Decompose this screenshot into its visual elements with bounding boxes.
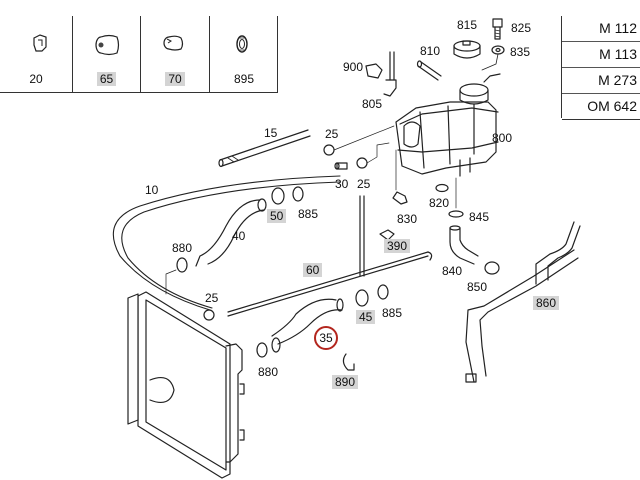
small-part-label: 895 bbox=[233, 72, 255, 86]
callout-800[interactable]: 800 bbox=[492, 131, 513, 145]
expansion-tank-part[interactable] bbox=[395, 73, 501, 177]
callout-25-upper[interactable]: 25 bbox=[325, 127, 339, 141]
cap-820-part[interactable] bbox=[435, 183, 449, 193]
callout-40[interactable]: 40 bbox=[232, 229, 246, 243]
engine-variant-m113[interactable]: M 113 bbox=[562, 42, 640, 68]
hose-860-part[interactable] bbox=[465, 221, 581, 383]
clamp-885a-part[interactable] bbox=[292, 186, 304, 202]
divider bbox=[209, 16, 210, 92]
clamp-850-part[interactable] bbox=[484, 261, 500, 275]
callout-15[interactable]: 15 bbox=[264, 126, 278, 140]
callout-885-lower[interactable]: 885 bbox=[382, 306, 403, 320]
bolt-part[interactable] bbox=[492, 18, 503, 40]
callout-825[interactable]: 825 bbox=[511, 21, 532, 35]
small-part-65[interactable]: 65 bbox=[73, 16, 140, 92]
pipe-60-part[interactable] bbox=[227, 251, 433, 317]
callout-10[interactable]: 10 bbox=[145, 183, 159, 197]
callout-815[interactable]: 815 bbox=[457, 18, 478, 32]
callout-830[interactable]: 830 bbox=[397, 212, 418, 226]
callout-30[interactable]: 30 bbox=[335, 177, 349, 191]
hose-clamp-icon bbox=[163, 35, 184, 51]
bolt-830-part[interactable] bbox=[392, 149, 408, 205]
clip-890-part[interactable] bbox=[342, 353, 355, 371]
clip-icon bbox=[33, 34, 47, 52]
callout-45[interactable]: 45 bbox=[356, 310, 376, 324]
callout-860[interactable]: 860 bbox=[533, 296, 560, 310]
washer-part[interactable] bbox=[481, 45, 505, 71]
callout-820[interactable]: 820 bbox=[429, 196, 450, 210]
small-parts-table: 20 65 70 895 bbox=[0, 16, 278, 93]
engine-variant-om642[interactable]: OM 642 bbox=[562, 94, 640, 120]
callout-25-radiator[interactable]: 25 bbox=[205, 291, 219, 305]
plug-30-part[interactable] bbox=[334, 162, 348, 170]
small-part-895[interactable]: 895 bbox=[210, 16, 278, 92]
callout-50[interactable]: 50 bbox=[267, 209, 287, 223]
coupling-50-part[interactable] bbox=[271, 187, 285, 205]
clamp-880a-part[interactable] bbox=[165, 257, 188, 295]
callout-885-upper[interactable]: 885 bbox=[298, 207, 319, 221]
callout-850[interactable]: 850 bbox=[467, 280, 488, 294]
callout-890[interactable]: 890 bbox=[332, 375, 359, 389]
callout-810[interactable]: 810 bbox=[420, 44, 441, 58]
callout-845[interactable]: 845 bbox=[469, 210, 490, 224]
engine-variant-list: M 112 M 113 M 273 OM 642 bbox=[561, 16, 640, 120]
callout-35-selected[interactable]: 35 bbox=[314, 326, 338, 350]
clamp-885b-part[interactable] bbox=[377, 284, 389, 300]
small-part-20[interactable]: 20 bbox=[0, 16, 72, 92]
callout-60[interactable]: 60 bbox=[303, 263, 323, 277]
callout-880-lower[interactable]: 880 bbox=[258, 365, 279, 379]
clamp-845-part[interactable] bbox=[448, 177, 464, 218]
sensor-part[interactable] bbox=[365, 51, 397, 97]
callout-805[interactable]: 805 bbox=[362, 97, 383, 111]
divider bbox=[140, 16, 141, 92]
hose-15-part[interactable] bbox=[218, 129, 311, 168]
hose-40-part[interactable] bbox=[195, 198, 267, 267]
callout-25-tank[interactable]: 25 bbox=[357, 177, 371, 191]
divider bbox=[0, 92, 278, 93]
clip-25b-part[interactable] bbox=[356, 142, 390, 169]
coupling-45-part[interactable] bbox=[355, 289, 369, 307]
clip-25c-part[interactable] bbox=[203, 309, 215, 321]
engine-variant-m273[interactable]: M 273 bbox=[562, 68, 640, 94]
small-part-label: 70 bbox=[165, 72, 185, 86]
clip-25-part[interactable] bbox=[323, 125, 395, 156]
divider bbox=[72, 16, 73, 92]
tube-part[interactable] bbox=[416, 60, 442, 81]
hose-840-part[interactable] bbox=[449, 225, 479, 265]
small-part-label: 20 bbox=[29, 72, 43, 86]
callout-390[interactable]: 390 bbox=[384, 239, 411, 253]
callout-840[interactable]: 840 bbox=[442, 264, 463, 278]
clamp-880b-part[interactable] bbox=[256, 342, 268, 358]
cap-part[interactable] bbox=[453, 40, 481, 59]
hose-35-part[interactable] bbox=[271, 298, 344, 353]
callout-835[interactable]: 835 bbox=[510, 45, 531, 59]
hose-coupling-icon bbox=[95, 34, 120, 56]
small-part-label: 65 bbox=[96, 72, 117, 86]
small-part-70[interactable]: 70 bbox=[141, 16, 209, 92]
radiator-part[interactable] bbox=[127, 291, 245, 479]
hose-10-part[interactable] bbox=[112, 175, 341, 311]
callout-880-upper[interactable]: 880 bbox=[172, 241, 193, 255]
callout-900[interactable]: 900 bbox=[343, 60, 364, 74]
ring-clamp-icon bbox=[236, 35, 248, 53]
engine-variant-m112[interactable]: M 112 bbox=[562, 16, 640, 42]
vent-line-part[interactable] bbox=[359, 195, 395, 277]
divider bbox=[277, 16, 278, 92]
